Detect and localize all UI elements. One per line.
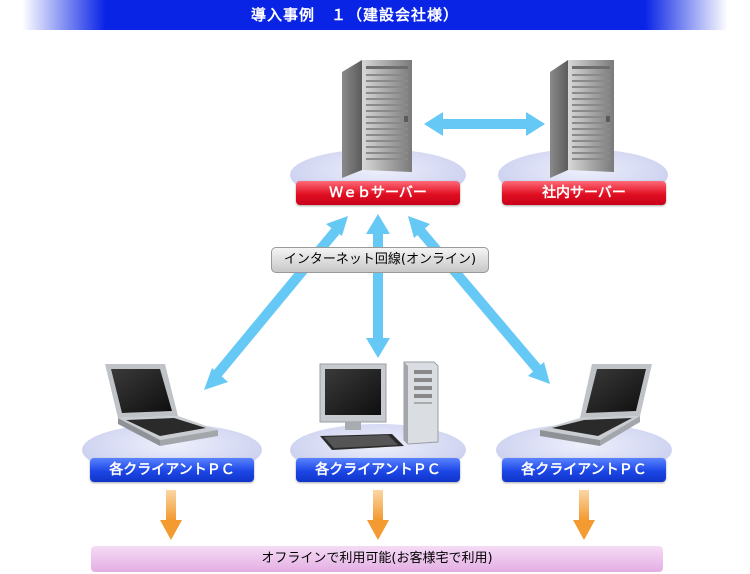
client-pc-label-left: 各クライアントＰＣ: [90, 458, 254, 482]
desktop-pc-icon: [319, 361, 439, 450]
web-server-label: Ｗｅｂサーバー: [296, 181, 460, 205]
internal-server-label: 社内サーバー: [502, 181, 666, 205]
laptop-right-icon: [540, 364, 652, 446]
network-arrow-center: [366, 214, 390, 358]
client-pc-label-right: 各クライアントＰＣ: [502, 458, 666, 482]
client-pc-label-center: 各クライアントＰＣ: [296, 458, 460, 482]
offline-arrow-center: [367, 490, 389, 540]
offline-arrow-left: [160, 490, 182, 540]
laptop-left-icon: [105, 364, 218, 446]
title-bar: [0, 0, 750, 30]
network-arrow-right: [408, 216, 550, 384]
offline-arrow-right: [573, 490, 595, 540]
web-server-icon: [342, 60, 412, 178]
internal-server-icon: [550, 60, 614, 178]
server-link-arrow: [424, 112, 545, 136]
internet-line-label: インターネット回線(オンライン): [271, 247, 489, 273]
page-title: 導入事例 １（建設会社様）: [250, 6, 459, 24]
offline-usage-banner: オフラインで利用可能(お客様宅で利用): [91, 546, 663, 572]
